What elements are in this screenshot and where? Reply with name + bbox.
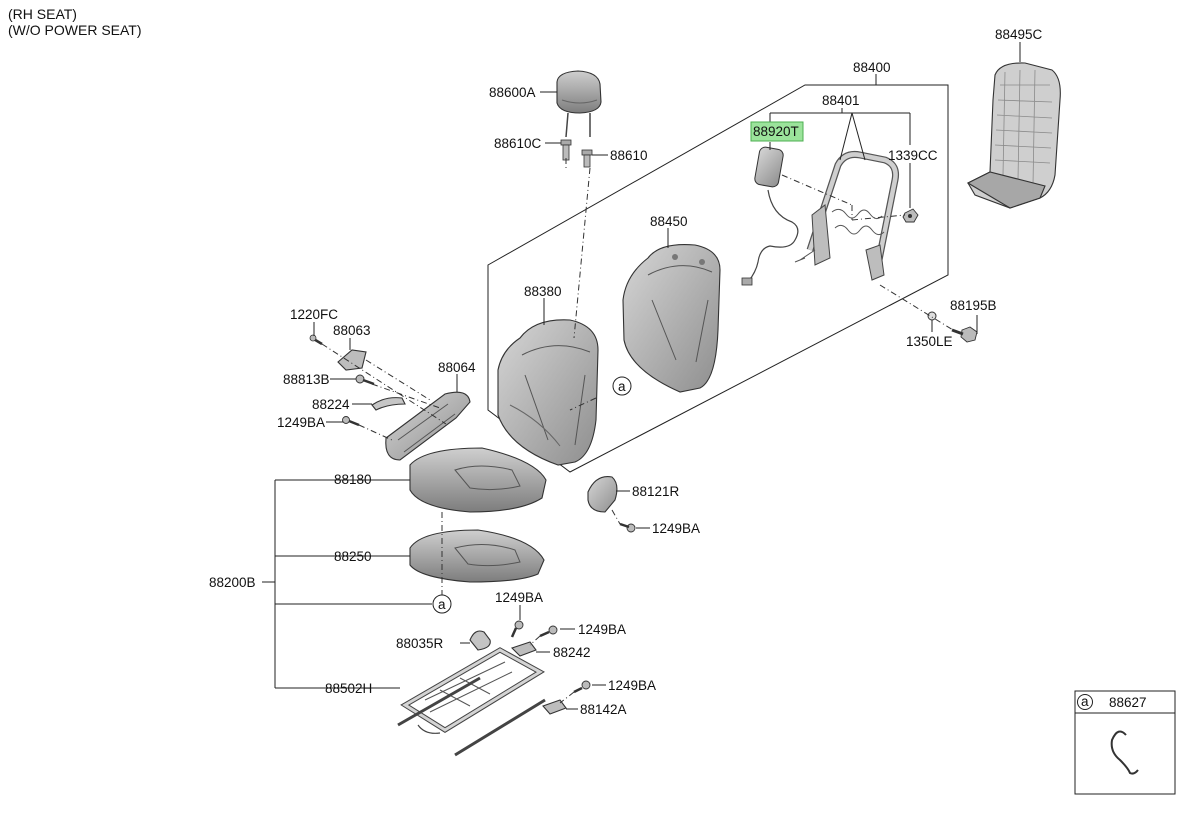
airbag-module-part[interactable] [741,146,799,286]
label-88610[interactable]: 88610 [610,148,648,163]
header-without-power-seat: (W/O POWER SEAT) [8,22,142,38]
screw-1220fc-part[interactable] [309,334,323,346]
svg-text:a: a [618,379,626,394]
seat-cushion-cover-part[interactable] [409,447,547,513]
assembly-lines [321,158,954,704]
headrest-guide-right-part[interactable] [581,149,593,168]
label-88180[interactable]: 88180 [334,472,372,487]
legend-part-88627[interactable]: 88627 [1109,695,1147,710]
legend-key: a [1081,694,1089,709]
bolt-1249ba-cover-part[interactable] [619,522,636,533]
lever-88224-part[interactable] [371,397,406,411]
label-1350le[interactable]: 1350LE [906,334,953,349]
svg-text:a: a [438,597,446,612]
label-88600a[interactable]: 88600A [489,85,536,100]
backrest-group-outline [487,84,949,473]
seat-back-frame-part[interactable] [794,151,899,281]
bolt-88195b-part[interactable] [951,326,978,343]
label-88063[interactable]: 88063 [333,323,371,338]
clip-88627-part[interactable] [1110,730,1139,775]
seat-cushion-pad-part[interactable] [409,529,545,583]
highlight-88920t [750,121,804,142]
seat-track-part[interactable] [397,647,546,757]
label-1220fc[interactable]: 1220FC [290,307,338,322]
label-88142a[interactable]: 88142A [580,702,627,717]
bolt-88813b-part[interactable] [355,374,375,386]
label-88380[interactable]: 88380 [524,284,562,299]
label-88064[interactable]: 88064 [438,360,476,375]
label-1249ba-left[interactable]: 1249BA [277,415,325,430]
leader-lines [262,42,1021,710]
label-1249ba-mid[interactable]: 1249BA [578,622,626,637]
callout-a-backrest[interactable]: a [612,376,632,396]
bracket-88242-part[interactable] [510,641,537,657]
back-pad-part[interactable] [622,243,721,393]
bracket-88063-part[interactable] [337,349,367,371]
washer-1350le-part[interactable] [927,311,937,321]
bolt-1249ba-lower-part[interactable] [573,680,591,694]
label-88920t[interactable]: 88920T [753,124,799,139]
part-labels: 88495C 88400 88401 88920T 1339CC 88600A … [209,27,1043,717]
label-88195b[interactable]: 88195B [950,298,997,313]
legend-box: a 88627 [1074,690,1176,795]
label-88035r[interactable]: 88035R [396,636,444,651]
cover-88121r-part[interactable] [587,476,618,513]
callout-a-cushion[interactable]: a [432,594,452,614]
cover-88035r-part[interactable] [469,630,491,651]
label-88495c[interactable]: 88495C [995,27,1043,42]
legend-key-circle [1077,694,1093,710]
label-1249ba-lower[interactable]: 1249BA [608,678,656,693]
label-88242[interactable]: 88242 [553,645,591,660]
label-88121r[interactable]: 88121R [632,484,680,499]
back-cover-part[interactable] [497,319,599,466]
headrest-guide-left-part[interactable] [560,139,572,161]
label-88813b[interactable]: 88813B [283,372,330,387]
label-88502h[interactable]: 88502H [325,681,372,696]
label-88250[interactable]: 88250 [334,549,372,564]
header-rh-seat: (RH SEAT) [8,6,77,22]
label-88224[interactable]: 88224 [312,397,350,412]
bolt-1249ba-left-part[interactable] [342,416,360,427]
bolt-1249ba-mid-part[interactable] [539,625,558,638]
label-1249ba-upper[interactable]: 1249BA [495,590,543,605]
label-88401[interactable]: 88401 [822,93,860,108]
label-1339cc[interactable]: 1339CC [888,148,938,163]
nut-1339cc-part[interactable] [902,208,919,223]
label-88610c[interactable]: 88610C [494,136,542,151]
bracket-88142a-part[interactable] [542,699,567,715]
label-88200b[interactable]: 88200B [209,575,256,590]
bolt-1249ba-upper-part[interactable] [510,620,524,638]
label-1249ba-cover[interactable]: 1249BA [652,521,700,536]
back-board-part[interactable] [966,62,1061,209]
label-88450[interactable]: 88450 [650,214,688,229]
label-88400[interactable]: 88400 [853,60,891,75]
headrest-part[interactable] [556,70,602,138]
side-cover-88064-part[interactable] [385,391,471,461]
